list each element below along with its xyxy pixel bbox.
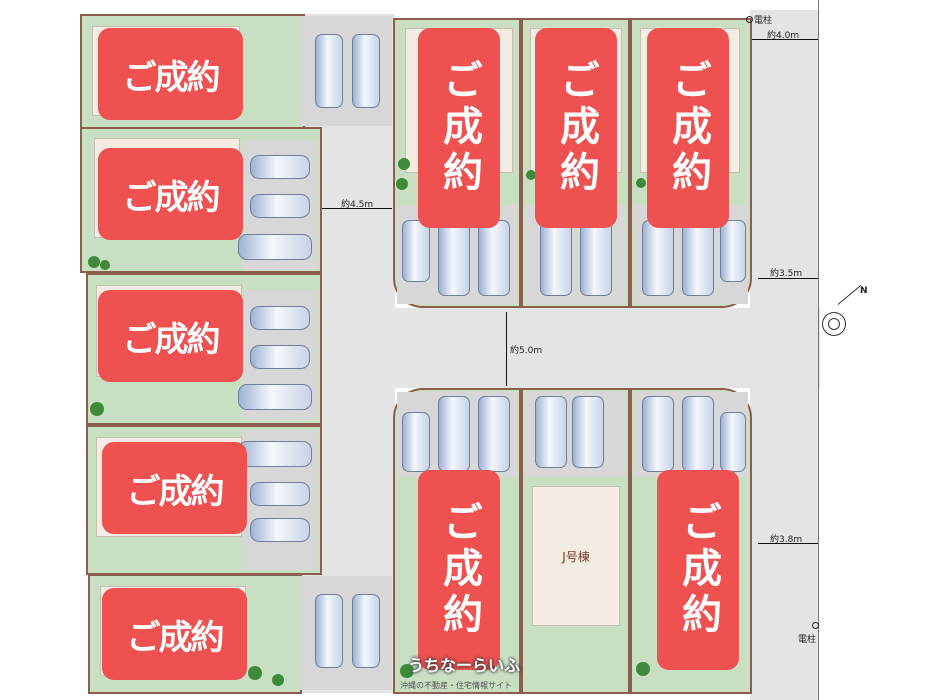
car (535, 396, 567, 468)
sold-badge-e: ご成約 (102, 588, 247, 680)
sold-badge-f: ご成約 (418, 28, 500, 228)
car (402, 412, 430, 472)
car (720, 412, 746, 472)
sold-badge-i: ご成約 (418, 470, 500, 670)
car (315, 34, 343, 108)
tree (88, 256, 100, 268)
car (720, 220, 746, 282)
car (250, 306, 310, 330)
compass-needle (837, 284, 862, 305)
car (238, 234, 312, 260)
utility-pole-label-bottom: 電柱 (798, 635, 817, 645)
tree (90, 402, 104, 416)
sold-badge-h: ご成約 (647, 28, 729, 228)
car (250, 345, 310, 369)
dimension-line-inner-west (322, 208, 392, 209)
dimension-center: 約5.0m (510, 346, 543, 356)
car (642, 396, 674, 472)
car (580, 220, 612, 296)
sold-badge-c: ご成約 (98, 290, 243, 382)
house-j: J号棟 (532, 486, 620, 626)
car (352, 34, 380, 108)
utility-pole-icon-bottom (812, 622, 819, 629)
lot-j-label: J号棟 (562, 549, 590, 564)
inner-road-horizontal (320, 308, 820, 388)
tree (398, 158, 410, 170)
sold-badge-g: ご成約 (535, 28, 617, 228)
car (540, 220, 572, 296)
watermark-logo: うちなーらいふ (408, 656, 521, 675)
watermark-subtitle: 沖縄の不動産・住宅情報サイト (400, 681, 512, 690)
dimension-line-east-bottom (758, 543, 818, 544)
dimension-line-east-top (752, 39, 818, 40)
car (682, 396, 714, 472)
east-road-edge (818, 0, 819, 700)
tree (272, 674, 284, 686)
car (315, 594, 343, 668)
tree (400, 664, 414, 678)
car (438, 220, 470, 296)
car (250, 194, 310, 218)
sold-badge-a: ご成約 (98, 28, 243, 120)
tree (248, 666, 262, 680)
tree (526, 170, 536, 180)
car (352, 594, 380, 668)
car (478, 396, 510, 472)
car (438, 396, 470, 472)
car (250, 518, 310, 542)
utility-pole-label-top: 電柱 (754, 16, 773, 26)
tree (396, 178, 408, 190)
dimension-east-bottom: 約3.8m (770, 535, 803, 545)
sold-badge-d: ご成約 (102, 442, 247, 534)
car (478, 220, 510, 296)
compass-label: N (860, 286, 868, 296)
tree (100, 260, 110, 270)
sold-badge-k: ご成約 (657, 470, 739, 670)
car (572, 396, 604, 468)
car (682, 220, 714, 296)
dimension-east-top: 約4.0m (767, 31, 800, 41)
car (402, 220, 430, 282)
utility-pole-icon-top (746, 16, 753, 23)
dimension-inner-west: 約4.5m (341, 200, 374, 210)
dimension-east-mid: 約3.5m (770, 269, 803, 279)
car (250, 482, 310, 506)
tree (636, 178, 646, 188)
car (238, 441, 312, 467)
sold-badge-b: ご成約 (98, 148, 243, 240)
dimension-line-east-mid (758, 278, 818, 279)
car (238, 384, 312, 410)
tree (636, 662, 650, 676)
car (642, 220, 674, 296)
dimension-line-center (506, 312, 507, 386)
car (250, 155, 310, 179)
compass-icon (822, 312, 846, 336)
